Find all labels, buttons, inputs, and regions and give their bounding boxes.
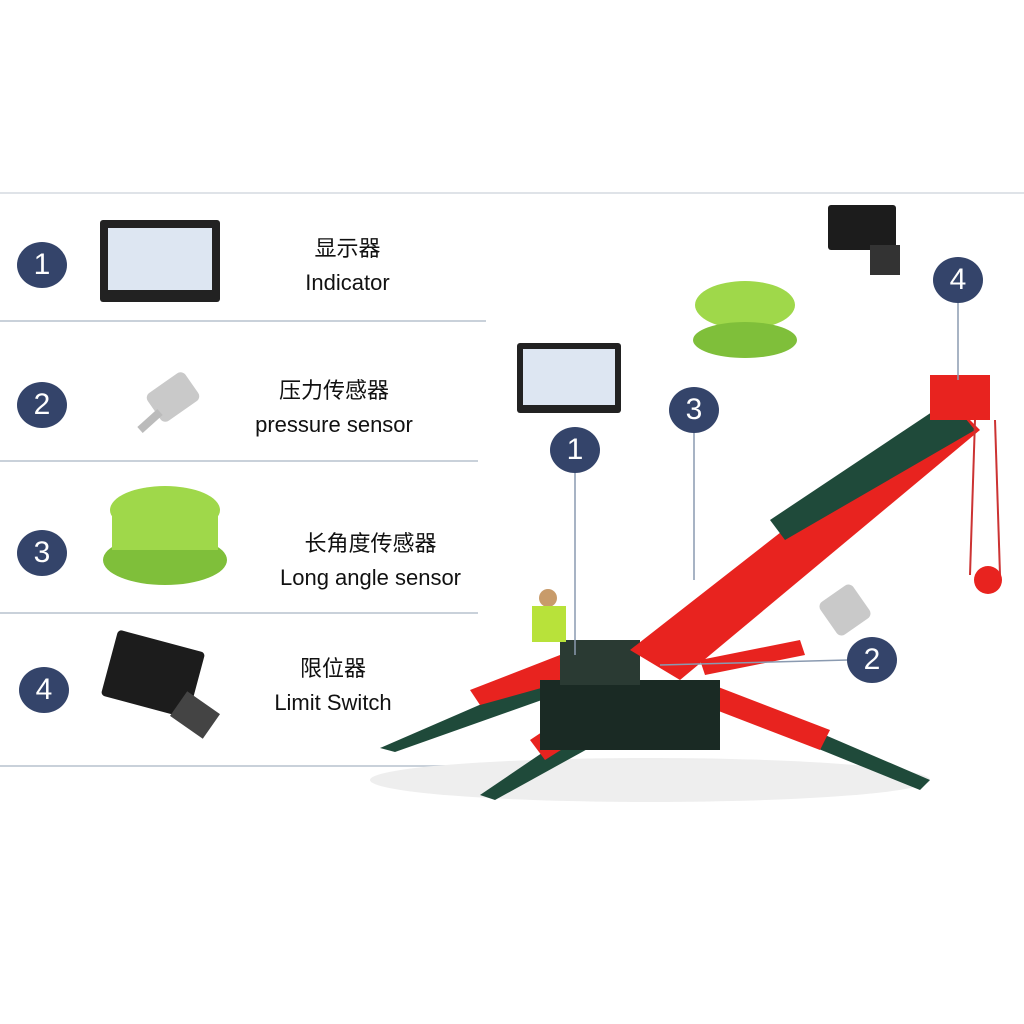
component-number-badge: 3 <box>17 530 67 576</box>
component-name-en: Indicator <box>305 270 390 295</box>
component-label: 长角度传感器 Long angle sensor <box>258 527 483 595</box>
component-label: 显示器 Indicator <box>250 232 445 300</box>
component-name-cn: 压力传感器 <box>278 378 389 403</box>
row-divider <box>0 320 486 322</box>
component-name-cn: 显示器 <box>314 236 381 261</box>
component-name-en: Limit Switch <box>274 690 392 715</box>
top-divider <box>0 192 1024 194</box>
component-label: 压力传感器 pressure sensor <box>230 374 438 442</box>
crane-callout-indicator: 1 <box>550 427 600 473</box>
limit-switch-image <box>101 630 205 718</box>
component-label: 限位器 Limit Switch <box>250 652 416 720</box>
crane-callout-angle-sensor: 3 <box>669 387 719 433</box>
component-name-cn: 长角度传感器 <box>304 531 437 556</box>
row-divider <box>0 765 490 767</box>
component-name-en: Long angle sensor <box>279 565 462 590</box>
component-name-en: pressure sensor <box>255 412 413 437</box>
row-divider <box>0 612 478 614</box>
component-number-badge: 1 <box>17 242 67 288</box>
component-number-badge: 2 <box>17 382 67 428</box>
row-divider <box>0 460 478 462</box>
pressure-sensor-image <box>146 372 200 422</box>
component-name-cn: 限位器 <box>299 656 366 681</box>
component-number-badge: 4 <box>19 667 69 713</box>
crane-callout-pressure-sensor: 2 <box>847 637 897 683</box>
crane-callout-limit-switch: 4 <box>933 257 983 303</box>
